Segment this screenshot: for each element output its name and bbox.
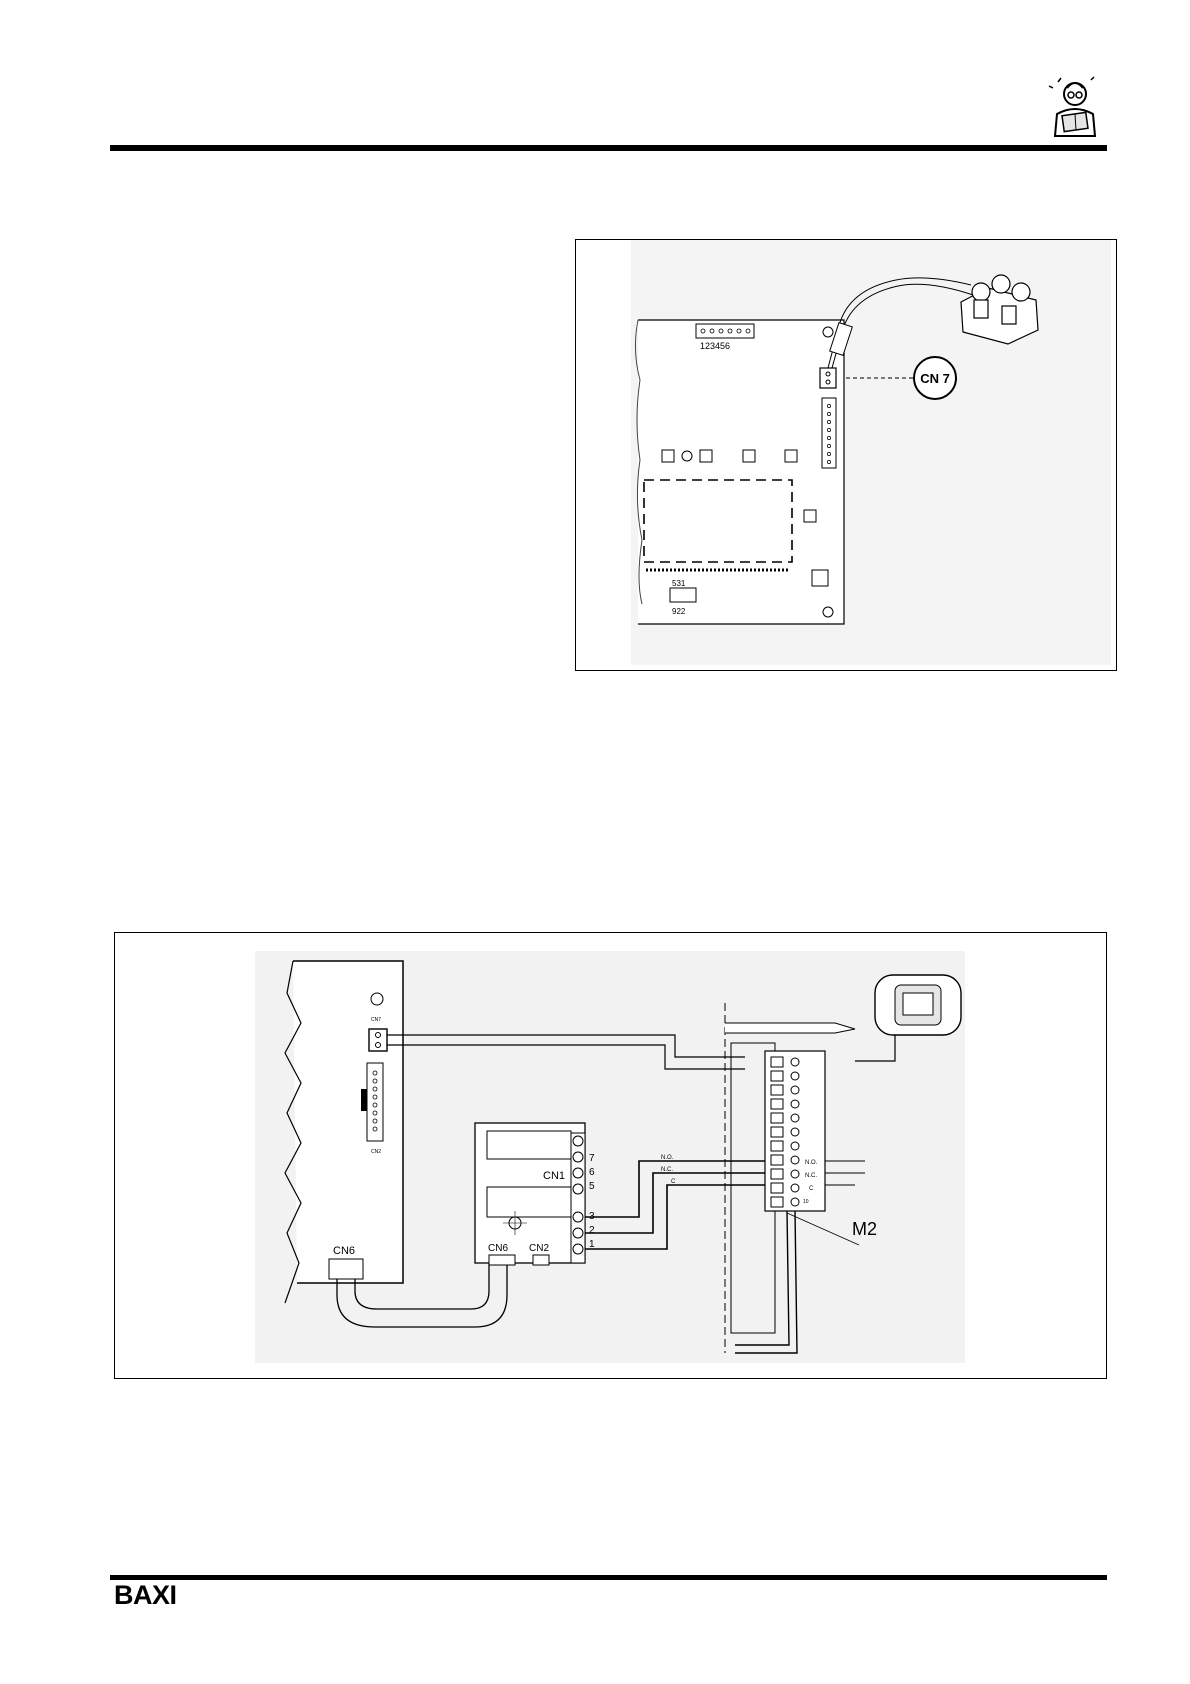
relay-cn2-label: CN2 <box>529 1243 549 1254</box>
relay-cn6-label: CN6 <box>488 1243 508 1254</box>
pcb-cn2-label: CN2 <box>371 1149 381 1155</box>
pcb-cn6-label: CN6 <box>333 1245 355 1257</box>
cn7-callout: CN 7 <box>920 371 950 386</box>
terminal-2: 2 <box>589 1225 595 1236</box>
top-connector-pins: 123456 <box>700 341 730 351</box>
m2-label: M2 <box>852 1219 877 1239</box>
terminal-1: 1 <box>589 1239 595 1250</box>
m2-nc-label: N.C. <box>805 1173 817 1179</box>
terminal-ten-label: 10 <box>803 1199 809 1205</box>
terminal-7: 7 <box>589 1153 595 1164</box>
pcb-cn7-label: CN7 <box>371 1017 381 1023</box>
wire-nc-label: N.C. <box>661 1167 673 1173</box>
terminal-5: 5 <box>589 1181 595 1192</box>
wire-c-label: C <box>671 1179 676 1185</box>
small-connector-top: 531 <box>672 579 686 588</box>
header-rule <box>110 145 1107 151</box>
relay-cn1-label: CN1 <box>543 1170 565 1182</box>
baxi-logo: BAXI <box>114 1580 177 1610</box>
wire-no-label: N.O. <box>661 1155 674 1161</box>
pcb-cn7-figure: 123456 531 922 <box>575 239 1117 671</box>
small-connector-bottom: 922 <box>672 607 686 616</box>
wiring-diagram-figure: CN7 CN2 CN6 CN1 7 6 5 3 <box>114 932 1107 1379</box>
footer-rule <box>110 1575 1107 1580</box>
m2-c-label: C <box>809 1186 814 1192</box>
reading-man-icon <box>1045 74 1103 140</box>
terminal-6: 6 <box>589 1167 595 1178</box>
m2-no-label: N.O. <box>805 1160 818 1166</box>
